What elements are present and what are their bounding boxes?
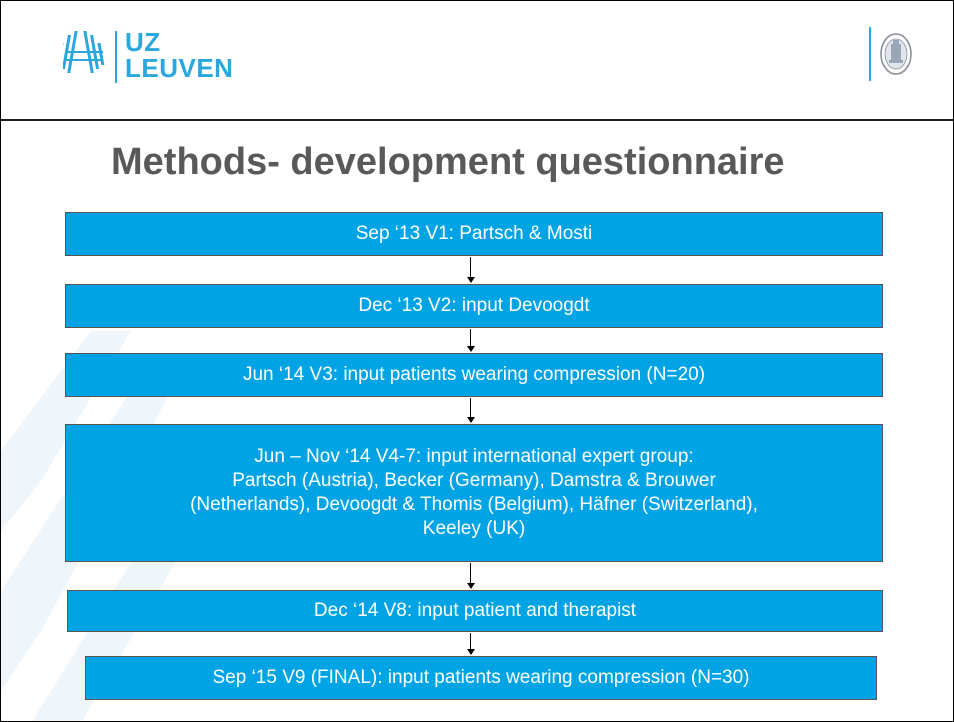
flow-step-1: Sep ‘13 V1: Partsch & Mosti	[65, 212, 883, 256]
flow-step-4: Jun – Nov ‘14 V4-7: input international …	[65, 424, 883, 562]
flow-step-4-text: Jun – Nov ‘14 V4-7: input international …	[190, 446, 758, 539]
slide-title: Methods- development questionnaire	[111, 141, 785, 183]
header-divider	[1, 119, 953, 121]
flow-step-5: Dec ‘14 V8: input patient and therapist	[67, 590, 883, 632]
arrow-down-icon	[466, 398, 476, 423]
logo-text: UZ LEUVEN	[125, 29, 233, 81]
arrow-down-icon	[466, 329, 476, 352]
arrow-down-icon	[466, 257, 476, 283]
arrow-down-icon	[466, 633, 476, 655]
flow-step-2-text: Dec ‘13 V2: input Devoogdt	[358, 295, 590, 316]
arrow-down-icon	[466, 563, 476, 589]
university-seal	[869, 25, 921, 89]
flow-step-6-text: Sep ‘15 V9 (FINAL): input patients weari…	[212, 667, 750, 688]
logo-divider	[115, 31, 117, 83]
flow-step-1-text: Sep ‘13 V1: Partsch & Mosti	[355, 223, 593, 244]
flow-step-3-text: Jun ‘14 V3: input patients wearing compr…	[242, 364, 706, 385]
seal-icon	[880, 33, 912, 75]
flow-step-3: Jun ‘14 V3: input patients wearing compr…	[65, 353, 883, 397]
logo-line-leuven: LEUVEN	[125, 53, 234, 83]
flow-step-2: Dec ‘13 V2: input Devoogdt	[65, 284, 883, 328]
flow-step-6: Sep ‘15 V9 (FINAL): input patients weari…	[85, 656, 877, 700]
uz-leuven-mark-icon	[63, 31, 105, 73]
flow-step-5-text: Dec ‘14 V8: input patient and therapist	[313, 600, 637, 621]
logo-line-uz: UZ	[125, 27, 161, 57]
seal-divider	[869, 27, 871, 81]
